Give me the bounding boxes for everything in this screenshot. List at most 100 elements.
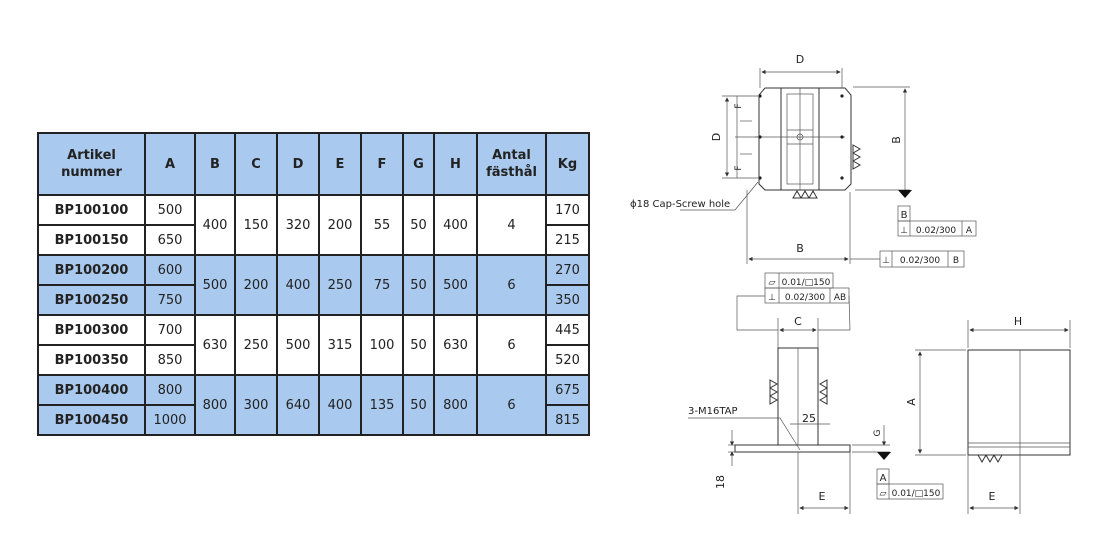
- cell-kg: 215: [547, 226, 588, 254]
- flatness-icon: ▱: [769, 278, 776, 288]
- cell-e: 200: [320, 196, 360, 254]
- cell-a: 500: [146, 196, 194, 224]
- cell-d: 400: [278, 256, 318, 314]
- cell-a: 700: [146, 316, 194, 344]
- perp3-ref: AB: [834, 293, 846, 303]
- cell-f: 75: [362, 256, 402, 314]
- header-g: G: [404, 134, 433, 194]
- cell-c: 300: [236, 376, 276, 434]
- cell-f: 55: [362, 196, 402, 254]
- dim-right-b: B: [890, 136, 903, 144]
- header-b: B: [196, 134, 234, 194]
- flat1-value: 0.01/□150: [782, 278, 831, 288]
- front-view: ▱ 0.01/□150 ⊥ 0.02/300 AB C 3-M16TAP 25 …: [688, 272, 944, 514]
- dim-left-f2: F: [734, 165, 744, 170]
- dim-side-h: H: [1014, 315, 1022, 328]
- dim-front-c: C: [794, 315, 802, 328]
- perp2-value: 0.02/300: [900, 256, 941, 266]
- dim-left-f1: F: [734, 103, 744, 108]
- header-kg: Kg: [547, 134, 588, 194]
- cell-b: 400: [196, 196, 234, 254]
- perp1-ref: A: [966, 226, 973, 236]
- flatness-icon: ▱: [880, 489, 887, 499]
- cell-h: 400: [435, 196, 476, 254]
- cap-screw-label: ϕ18 Cap-Screw hole: [630, 199, 730, 210]
- cell-kg: 170: [547, 196, 588, 224]
- cell-kg: 350: [547, 286, 588, 314]
- perpendicularity-icon: ⊥: [900, 226, 908, 236]
- cell-a: 600: [146, 256, 194, 284]
- dim-front-e: E: [819, 490, 826, 503]
- cell-a: 750: [146, 286, 194, 314]
- side-view: H A E: [905, 315, 1071, 514]
- header-f: F: [362, 134, 402, 194]
- cell-a: 850: [146, 346, 194, 374]
- cell-e: 315: [320, 316, 360, 374]
- perp3-value: 0.02/300: [785, 293, 826, 303]
- cell-e: 400: [320, 376, 360, 434]
- header-h: H: [435, 134, 476, 194]
- cell-a: 800: [146, 376, 194, 404]
- cell-d: 640: [278, 376, 318, 434]
- cell-artikel: BP100250: [39, 286, 144, 314]
- perpendicularity-icon: ⊥: [882, 256, 890, 266]
- perp2-ref: B: [953, 256, 959, 266]
- dim-side-e: E: [989, 490, 996, 503]
- dim-18: 18: [714, 475, 727, 489]
- cell-f: 100: [362, 316, 402, 374]
- cell-kg: 815: [547, 406, 588, 434]
- dim-side-a: A: [905, 398, 918, 406]
- cell-d: 500: [278, 316, 318, 374]
- cell-b: 800: [196, 376, 234, 434]
- cell-d: 320: [278, 196, 318, 254]
- cell-g: 50: [404, 196, 433, 254]
- cell-c: 200: [236, 256, 276, 314]
- cell-kg: 270: [547, 256, 588, 284]
- cell-b: 500: [196, 256, 234, 314]
- perp1-value: 0.02/300: [916, 226, 957, 236]
- cell-holes: 4: [478, 196, 545, 254]
- cell-artikel: BP100300: [39, 316, 144, 344]
- dim-left-d: D: [710, 133, 723, 141]
- cell-kg: 445: [547, 316, 588, 344]
- top-view: D B D F F ϕ18 Cap-Screw hole B ⊥ 0.02/30…: [630, 53, 977, 268]
- cell-artikel: BP100200: [39, 256, 144, 284]
- cell-artikel: BP100100: [39, 196, 144, 224]
- cell-artikel: BP100350: [39, 346, 144, 374]
- cell-c: 150: [236, 196, 276, 254]
- flat2-value: 0.01/□150: [892, 489, 941, 499]
- cell-holes: 6: [478, 316, 545, 374]
- cell-a: 1000: [146, 406, 194, 434]
- cell-f: 135: [362, 376, 402, 434]
- cell-artikel: BP100400: [39, 376, 144, 404]
- perpendicularity-icon: ⊥: [768, 293, 776, 303]
- header-a: A: [146, 134, 194, 194]
- cell-e: 250: [320, 256, 360, 314]
- cell-g: 50: [404, 316, 433, 374]
- cell-g: 50: [404, 376, 433, 434]
- cell-holes: 6: [478, 256, 545, 314]
- cell-g: 50: [404, 256, 433, 314]
- header-c: C: [236, 134, 276, 194]
- header-d: D: [278, 134, 318, 194]
- cell-b: 630: [196, 316, 234, 374]
- cell-h: 630: [435, 316, 476, 374]
- header-e: E: [320, 134, 360, 194]
- cell-a: 650: [146, 226, 194, 254]
- cell-h: 500: [435, 256, 476, 314]
- cell-kg: 520: [547, 346, 588, 374]
- dim-bottom-b: B: [796, 242, 804, 255]
